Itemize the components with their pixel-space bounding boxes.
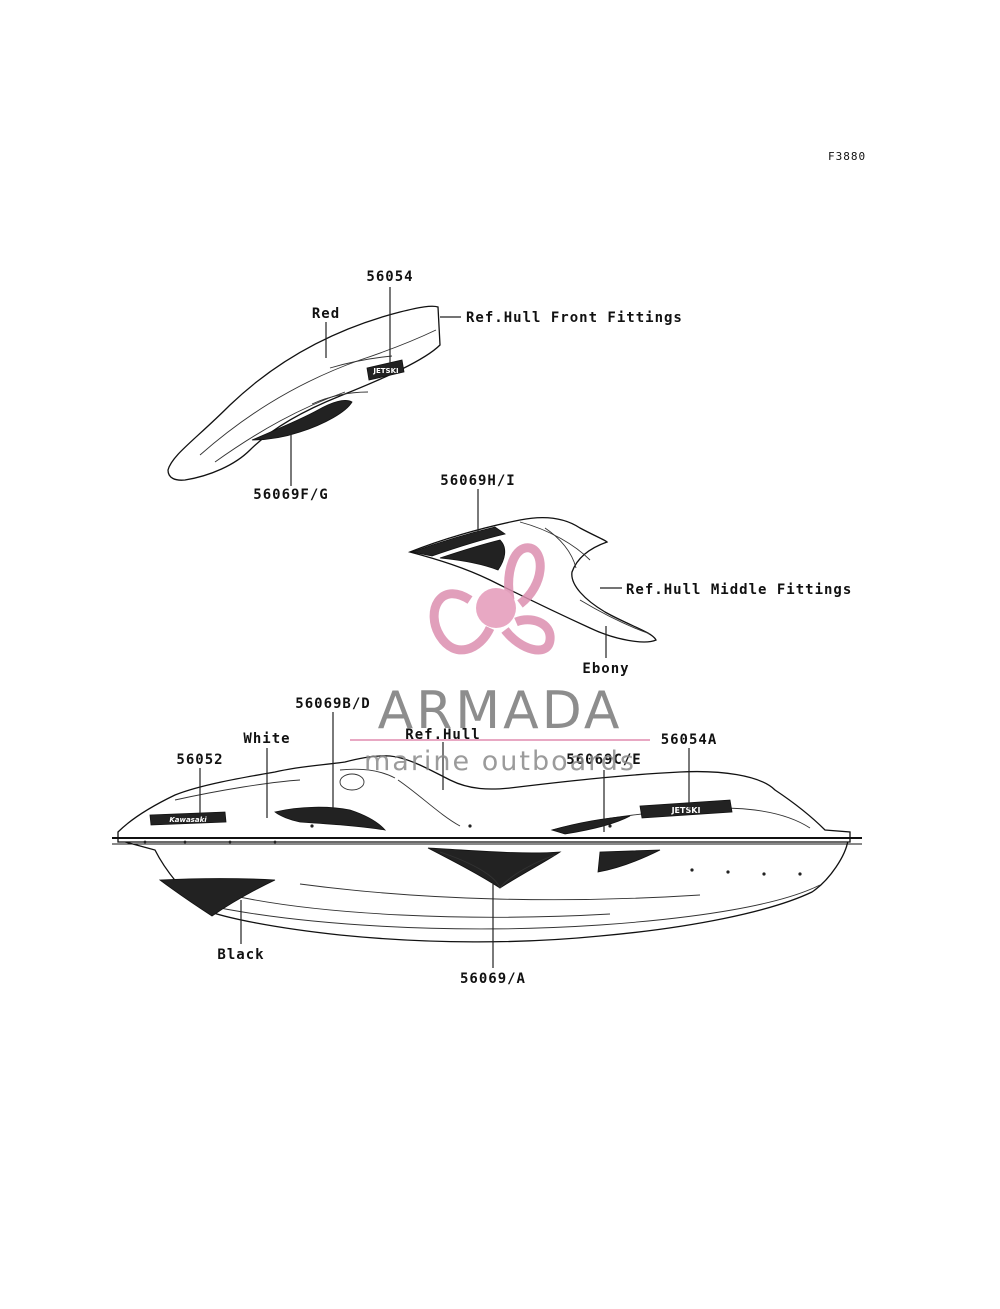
label-56054a: 56054A: [661, 732, 718, 748]
figure-code: F3880: [828, 150, 866, 163]
rear-badge-text: JETSKI: [671, 806, 701, 815]
label-ref-middle: Ref.Hull Middle Fittings: [626, 582, 852, 598]
side-logo-text: Kawasaki: [169, 816, 207, 824]
label-56052: 56052: [176, 752, 223, 768]
hull-front-cover: JETSKI: [167, 305, 441, 481]
label-ref-front: Ref.Hull Front Fittings: [466, 310, 683, 326]
label-ebony: Ebony: [582, 661, 629, 677]
label-56054: 56054: [366, 269, 413, 285]
watermark-name: ARMADA: [378, 681, 623, 741]
label-white: White: [243, 731, 290, 747]
hull-middle-cover: [407, 517, 657, 643]
label-56069fg: 56069F/G: [253, 487, 328, 503]
label-56069hi: 56069H/I: [440, 473, 515, 489]
watermark-tagline: marine outboards: [364, 746, 636, 777]
armada-watermark: ARMADA marine outboards: [350, 543, 650, 777]
label-56069ce: 56069C/E: [566, 752, 641, 768]
label-red: Red: [312, 306, 340, 322]
front-badge-text: JETSKI: [372, 367, 398, 375]
propeller-icon: [429, 543, 555, 655]
main-hull: JETSKI Kawasaki: [112, 755, 862, 943]
label-56069a: 56069/A: [460, 971, 526, 987]
label-black: Black: [217, 947, 264, 963]
label-56069bd: 56069B/D: [295, 696, 370, 712]
